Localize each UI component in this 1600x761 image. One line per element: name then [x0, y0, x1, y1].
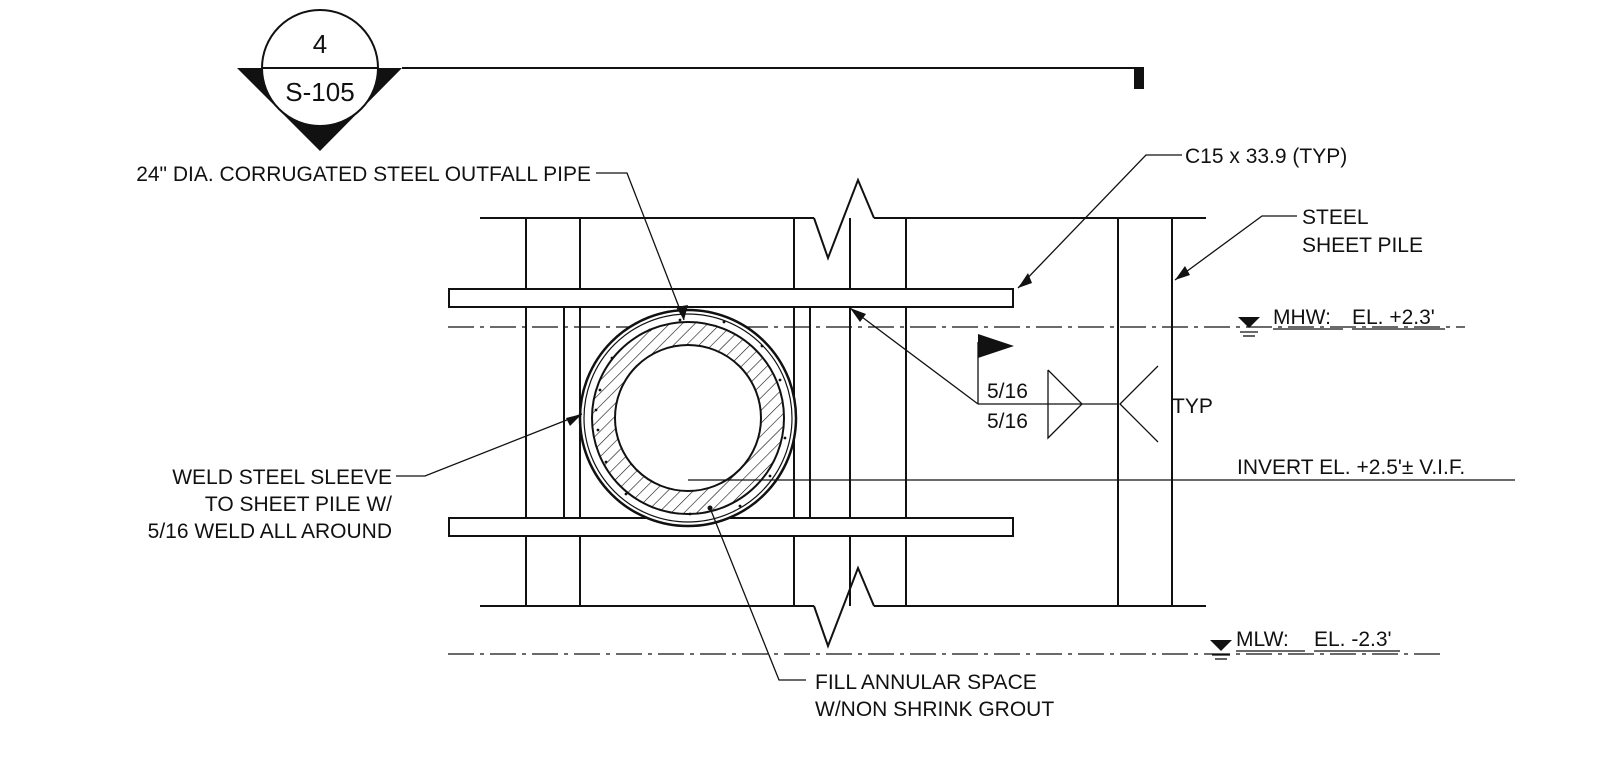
section-tag[interactable]: 4 S-105	[237, 9, 1144, 151]
sheet-number: S-105	[285, 77, 354, 107]
channel-callout: C15 x 33.9 (TYP)	[1185, 145, 1347, 168]
pipe-bore	[614, 344, 762, 492]
arrowhead	[1175, 266, 1190, 280]
weld-arrowhead	[850, 308, 866, 322]
weld-size-bottom: 5/16	[987, 410, 1028, 433]
mlw-marker: MLW: EL. -2.3'	[1210, 628, 1392, 660]
break-line-bottom	[813, 565, 875, 649]
sleeve-inner-wall	[583, 313, 793, 523]
weld-size-top: 5/16	[987, 380, 1028, 403]
leader	[1017, 154, 1182, 289]
sleeve-callout-line2: TO SHEET PILE W/	[205, 493, 392, 516]
outfall-pipe	[578, 308, 798, 528]
leader	[1174, 215, 1297, 281]
leader-dot	[707, 505, 713, 511]
break-line-top	[813, 177, 875, 261]
sheet-pile-callout-line1: STEEL	[1302, 206, 1369, 229]
sleeve-callout-line3: 5/16 WELD ALL AROUND	[148, 520, 392, 543]
invert-callout: INVERT EL. +2.5'± V.I.F.	[1237, 456, 1465, 479]
weld-arrow-line	[849, 307, 979, 405]
mhw-marker: MHW: EL. +2.3'	[1238, 306, 1435, 337]
leader	[709, 507, 806, 681]
fillet-weld-symbol	[1047, 369, 1083, 440]
arrowhead	[566, 414, 582, 426]
leader	[596, 172, 685, 321]
section-cut-end-mark	[1134, 67, 1144, 89]
grout-callout-line1: FILL ANNULAR SPACE	[815, 671, 1037, 694]
grout-callout-line2: W/NON SHRINK GROUT	[815, 698, 1054, 721]
sheet-pile-callout-line2: SHEET PILE	[1302, 234, 1423, 257]
sleeve-callout-line1: WELD STEEL SLEEVE	[172, 466, 392, 489]
sleeve-plate-left	[563, 306, 581, 519]
mhw-label: MHW:	[1273, 306, 1331, 329]
weld-tail	[1119, 365, 1159, 443]
mlw-triangle-icon	[1210, 640, 1232, 651]
channel-top	[448, 288, 1014, 308]
leader-lines	[396, 154, 1515, 681]
channel-bottom	[448, 517, 1014, 537]
mlw-label: MLW:	[1236, 628, 1289, 651]
arrowhead	[676, 305, 688, 320]
mhw-value: EL. +2.3'	[1352, 306, 1435, 329]
arrowhead	[1018, 273, 1032, 288]
weld-symbol: 5/16 5/16 TYP	[849, 307, 1213, 443]
mhw-triangle-icon	[1238, 317, 1260, 328]
mlw-value: EL. -2.3'	[1314, 628, 1392, 651]
field-weld-flag	[978, 334, 1014, 358]
section-number: 4	[313, 29, 327, 59]
pipe-callout: 24" DIA. CORRUGATED STEEL OUTFALL PIPE	[136, 163, 591, 186]
leader	[396, 413, 583, 477]
weld-note: TYP	[1172, 395, 1213, 418]
